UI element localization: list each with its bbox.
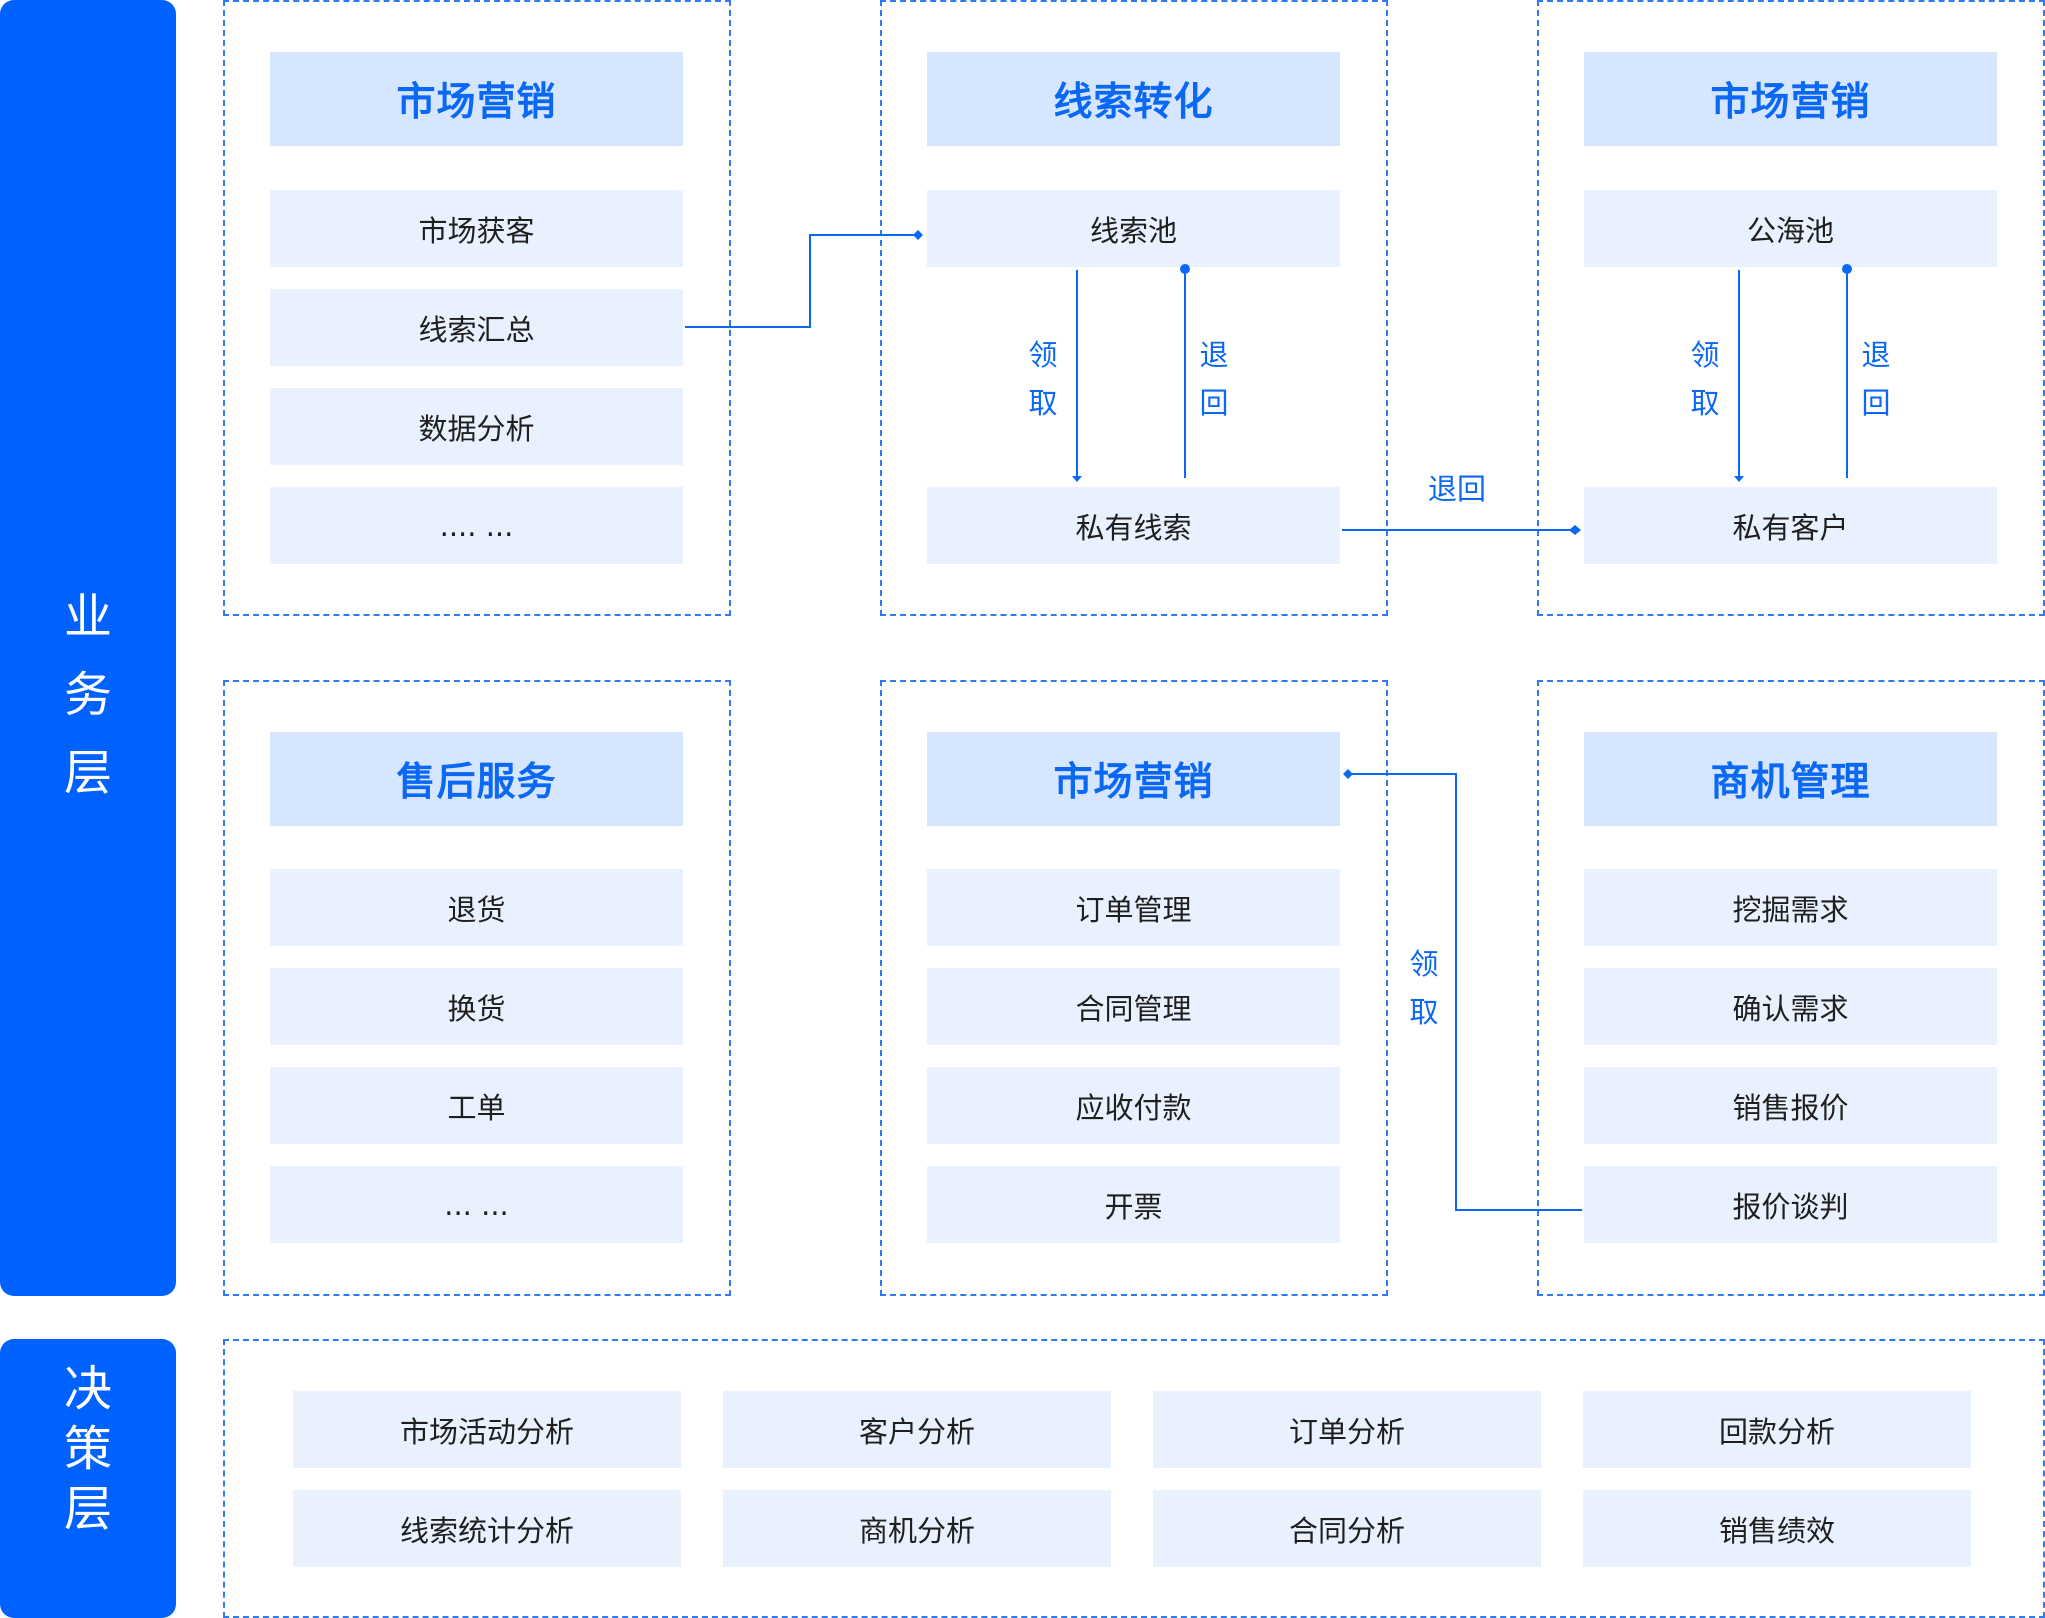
aftersales-item-more: ... ... bbox=[270, 1166, 683, 1243]
connector-take-label: 领 取 bbox=[1404, 940, 1444, 1036]
leads-take-char-2: 取 bbox=[1028, 386, 1058, 420]
connector-arrow-pool bbox=[913, 230, 923, 240]
decision-layer-char-3: 层 bbox=[63, 1481, 112, 1537]
connector-take-char-2: 取 bbox=[1409, 995, 1439, 1029]
market3-item-contracts: 合同管理 bbox=[927, 968, 1340, 1045]
market3-item-invoice: 开票 bbox=[927, 1166, 1340, 1243]
decision-item-order-analysis: 订单分析 bbox=[1153, 1391, 1541, 1468]
business-layer-tab: 业 务 层 bbox=[0, 0, 176, 1296]
market2-item-private-customer: 私有客户 bbox=[1584, 487, 1997, 564]
market1-item-acquire: 市场获客 bbox=[270, 190, 683, 267]
leads-return-char-2: 回 bbox=[1199, 386, 1229, 420]
market2-title: 市场营销 bbox=[1584, 52, 1997, 146]
connector-return-label: 退回 bbox=[1428, 472, 1487, 506]
opportunity-item-negotiate: 报价谈判 bbox=[1584, 1166, 1997, 1243]
connector-arrow-customers-take bbox=[1734, 476, 1744, 482]
decision-item-sales-performance: 销售绩效 bbox=[1583, 1490, 1971, 1567]
opportunity-item-discover: 挖掘需求 bbox=[1584, 869, 1997, 946]
connector-arrow-private-customer bbox=[1569, 525, 1581, 535]
aftersales-title: 售后服务 bbox=[270, 732, 683, 826]
decision-layer-tab: 决 策 层 bbox=[0, 1339, 176, 1618]
group-lead-conversion bbox=[880, 0, 1388, 616]
group-after-sales bbox=[223, 680, 731, 1296]
market2-return-char-2: 回 bbox=[1861, 386, 1891, 420]
connector-dot-leads-return bbox=[1180, 264, 1190, 274]
decision-layer-label: 决 策 层 bbox=[0, 1359, 176, 1539]
connector-negotiate-to-orders bbox=[1348, 773, 1582, 1211]
aftersales-item-return: 退货 bbox=[270, 869, 683, 946]
market3-item-orders: 订单管理 bbox=[927, 869, 1340, 946]
leads-title: 线索转化 bbox=[927, 52, 1340, 146]
business-layer-char-2: 务 bbox=[63, 667, 112, 723]
decision-item-contract-analysis: 合同分析 bbox=[1153, 1490, 1541, 1567]
connector-dot-customers-return bbox=[1842, 264, 1852, 274]
connector-arrow-private-lead bbox=[1072, 473, 1082, 482]
market2-take-char-1: 领 bbox=[1690, 338, 1720, 372]
aftersales-item-ticket: 工单 bbox=[270, 1067, 683, 1144]
market1-item-lead-summary: 线索汇总 bbox=[270, 289, 683, 366]
decision-layer-char-1: 决 bbox=[63, 1361, 112, 1417]
business-layer-char-3: 层 bbox=[63, 745, 112, 801]
leads-item-pool: 线索池 bbox=[927, 190, 1340, 267]
decision-item-opportunity-analysis: 商机分析 bbox=[723, 1490, 1111, 1567]
market2-return-label: 退 回 bbox=[1856, 331, 1896, 427]
business-layer-char-1: 业 bbox=[63, 589, 112, 645]
connector-arrow-orders-title bbox=[1343, 769, 1353, 779]
market2-take-label: 领 取 bbox=[1685, 331, 1725, 427]
decision-item-payment-analysis: 回款分析 bbox=[1583, 1391, 1971, 1468]
group-decision bbox=[223, 1339, 2045, 1618]
opportunity-title: 商机管理 bbox=[1584, 732, 1997, 826]
decision-item-campaign-analysis: 市场活动分析 bbox=[293, 1391, 681, 1468]
market2-take-char-2: 取 bbox=[1690, 386, 1720, 420]
group-customer-pool bbox=[1537, 0, 2045, 616]
group-market-acquisition bbox=[223, 0, 731, 616]
market1-item-data-analysis: 数据分析 bbox=[270, 388, 683, 465]
decision-item-customer-analysis: 客户分析 bbox=[723, 1391, 1111, 1468]
aftersales-item-exchange: 换货 bbox=[270, 968, 683, 1045]
market3-item-receivables: 应收付款 bbox=[927, 1067, 1340, 1144]
opportunity-item-quote: 销售报价 bbox=[1584, 1067, 1997, 1144]
leads-item-private: 私有线索 bbox=[927, 487, 1340, 564]
market3-title: 市场营销 bbox=[927, 732, 1340, 826]
connector-take-char-1: 领 bbox=[1409, 947, 1439, 981]
leads-take-label: 领 取 bbox=[1023, 331, 1063, 427]
leads-return-char-1: 退 bbox=[1199, 338, 1229, 372]
opportunity-item-confirm: 确认需求 bbox=[1584, 968, 1997, 1045]
market2-item-public-pool: 公海池 bbox=[1584, 190, 1997, 267]
leads-take-char-1: 领 bbox=[1028, 338, 1058, 372]
business-layer-label: 业 务 层 bbox=[0, 578, 176, 812]
decision-item-lead-stats: 线索统计分析 bbox=[293, 1490, 681, 1567]
decision-layer-char-2: 策 bbox=[63, 1421, 112, 1477]
group-opportunity bbox=[1537, 680, 2045, 1296]
group-order-management bbox=[880, 680, 1388, 1296]
connector-summary-to-pool bbox=[685, 234, 921, 328]
market1-item-more: .... ... bbox=[270, 487, 683, 564]
market2-return-char-1: 退 bbox=[1861, 338, 1891, 372]
market1-title: 市场营销 bbox=[270, 52, 683, 146]
leads-return-label: 退 回 bbox=[1194, 331, 1234, 427]
